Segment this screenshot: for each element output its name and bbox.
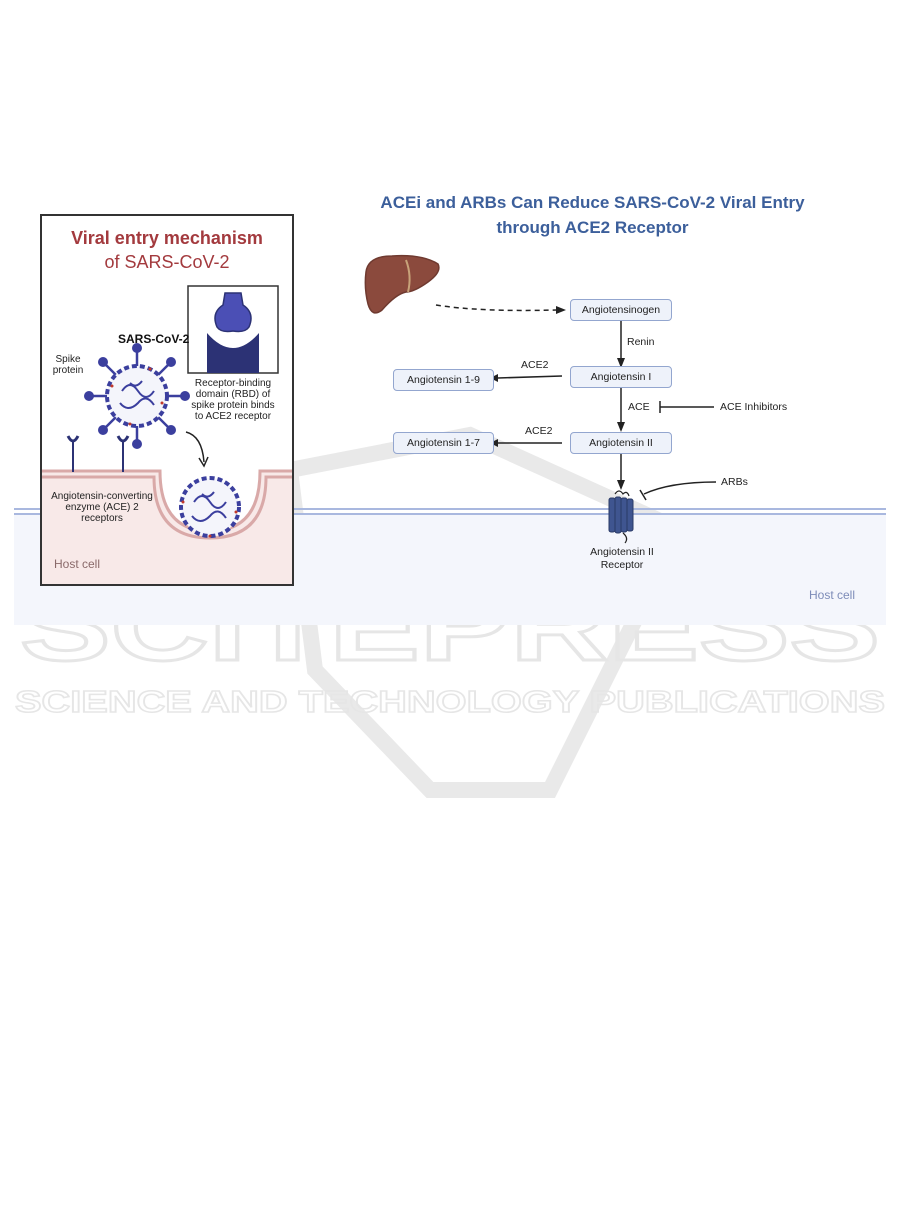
ace2-receptor-icon-2 <box>116 435 130 472</box>
receptor-label-line2: Receptor <box>600 559 644 571</box>
watermark-sub-text: SCIENCE AND TECHNOLOGY PUBLICATIONS <box>15 684 885 719</box>
spike-label-line2: protein <box>52 365 84 376</box>
sars-cov-2-virus-icon <box>84 343 190 449</box>
ace-label: ACE <box>628 401 650 413</box>
rbd-line4: to ACE2 receptor <box>194 411 272 422</box>
angiotensin-1-7-box: Angiotensin 1-7 <box>393 432 494 454</box>
receptor-label-line1: Angiotensin II <box>590 546 654 558</box>
ace2-label-bottom: ACE2 <box>525 425 553 437</box>
angiotensin-1-9-box: Angiotensin 1-9 <box>393 369 494 391</box>
rbd-binding-inset <box>187 285 279 374</box>
angiotensin-2-box: Angiotensin II <box>570 432 672 454</box>
virus-name-label: SARS-CoV-2 <box>118 332 190 346</box>
ace-inhibitors-label: ACE Inhibitors <box>720 401 788 413</box>
left-panel-title: Viral entry mechanism <box>71 228 263 248</box>
left-host-cell-label: Host cell <box>54 557 101 571</box>
entry-arrow-icon <box>185 431 209 468</box>
angiotensin-ii-receptor-label: Angiotensin II Receptor <box>580 546 664 572</box>
ace2-label-top: ACE2 <box>521 359 549 371</box>
viral-entry-panel: Viral entry mechanism of SARS-CoV-2 <box>40 214 294 586</box>
arbs-label: ARBs <box>721 476 748 488</box>
rbd-description: Receptor-binding domain (RBD) of spike p… <box>180 378 286 422</box>
ace-line3: receptors <box>81 513 123 524</box>
left-panel-subtitle: of SARS-CoV-2 <box>104 252 230 272</box>
spike-label-line1: Spike <box>55 354 81 365</box>
liver-icon <box>364 254 440 314</box>
angiotensinogen-box: Angiotensinogen <box>570 299 672 321</box>
pathway-arrows <box>435 304 717 501</box>
ace-line2: enzyme (ACE) 2 <box>65 502 139 513</box>
angiotensin-ii-receptor-icon <box>608 490 634 544</box>
ace2-receptor-icon <box>66 435 80 472</box>
right-diagram-subtitle: through ACE2 Receptor <box>496 218 689 237</box>
rbd-line1: Receptor-binding <box>194 378 272 389</box>
spike-protein-label: Spike protein <box>48 354 88 376</box>
renin-label: Renin <box>627 336 655 348</box>
right-diagram-title: ACEi and ARBs Can Reduce SARS-CoV-2 Vira… <box>380 193 805 212</box>
rbd-line2: domain (RBD) of <box>195 389 271 400</box>
ace-line1: Angiotensin-converting <box>51 491 153 502</box>
rbd-line3: spike protein binds <box>191 400 275 411</box>
ace2-receptor-label: Angiotensin-converting enzyme (ACE) 2 re… <box>44 491 160 524</box>
endocytosed-virus-icon <box>179 476 241 538</box>
angiotensin-1-box: Angiotensin I <box>570 366 672 388</box>
right-host-cell-label: Host cell <box>809 588 856 602</box>
